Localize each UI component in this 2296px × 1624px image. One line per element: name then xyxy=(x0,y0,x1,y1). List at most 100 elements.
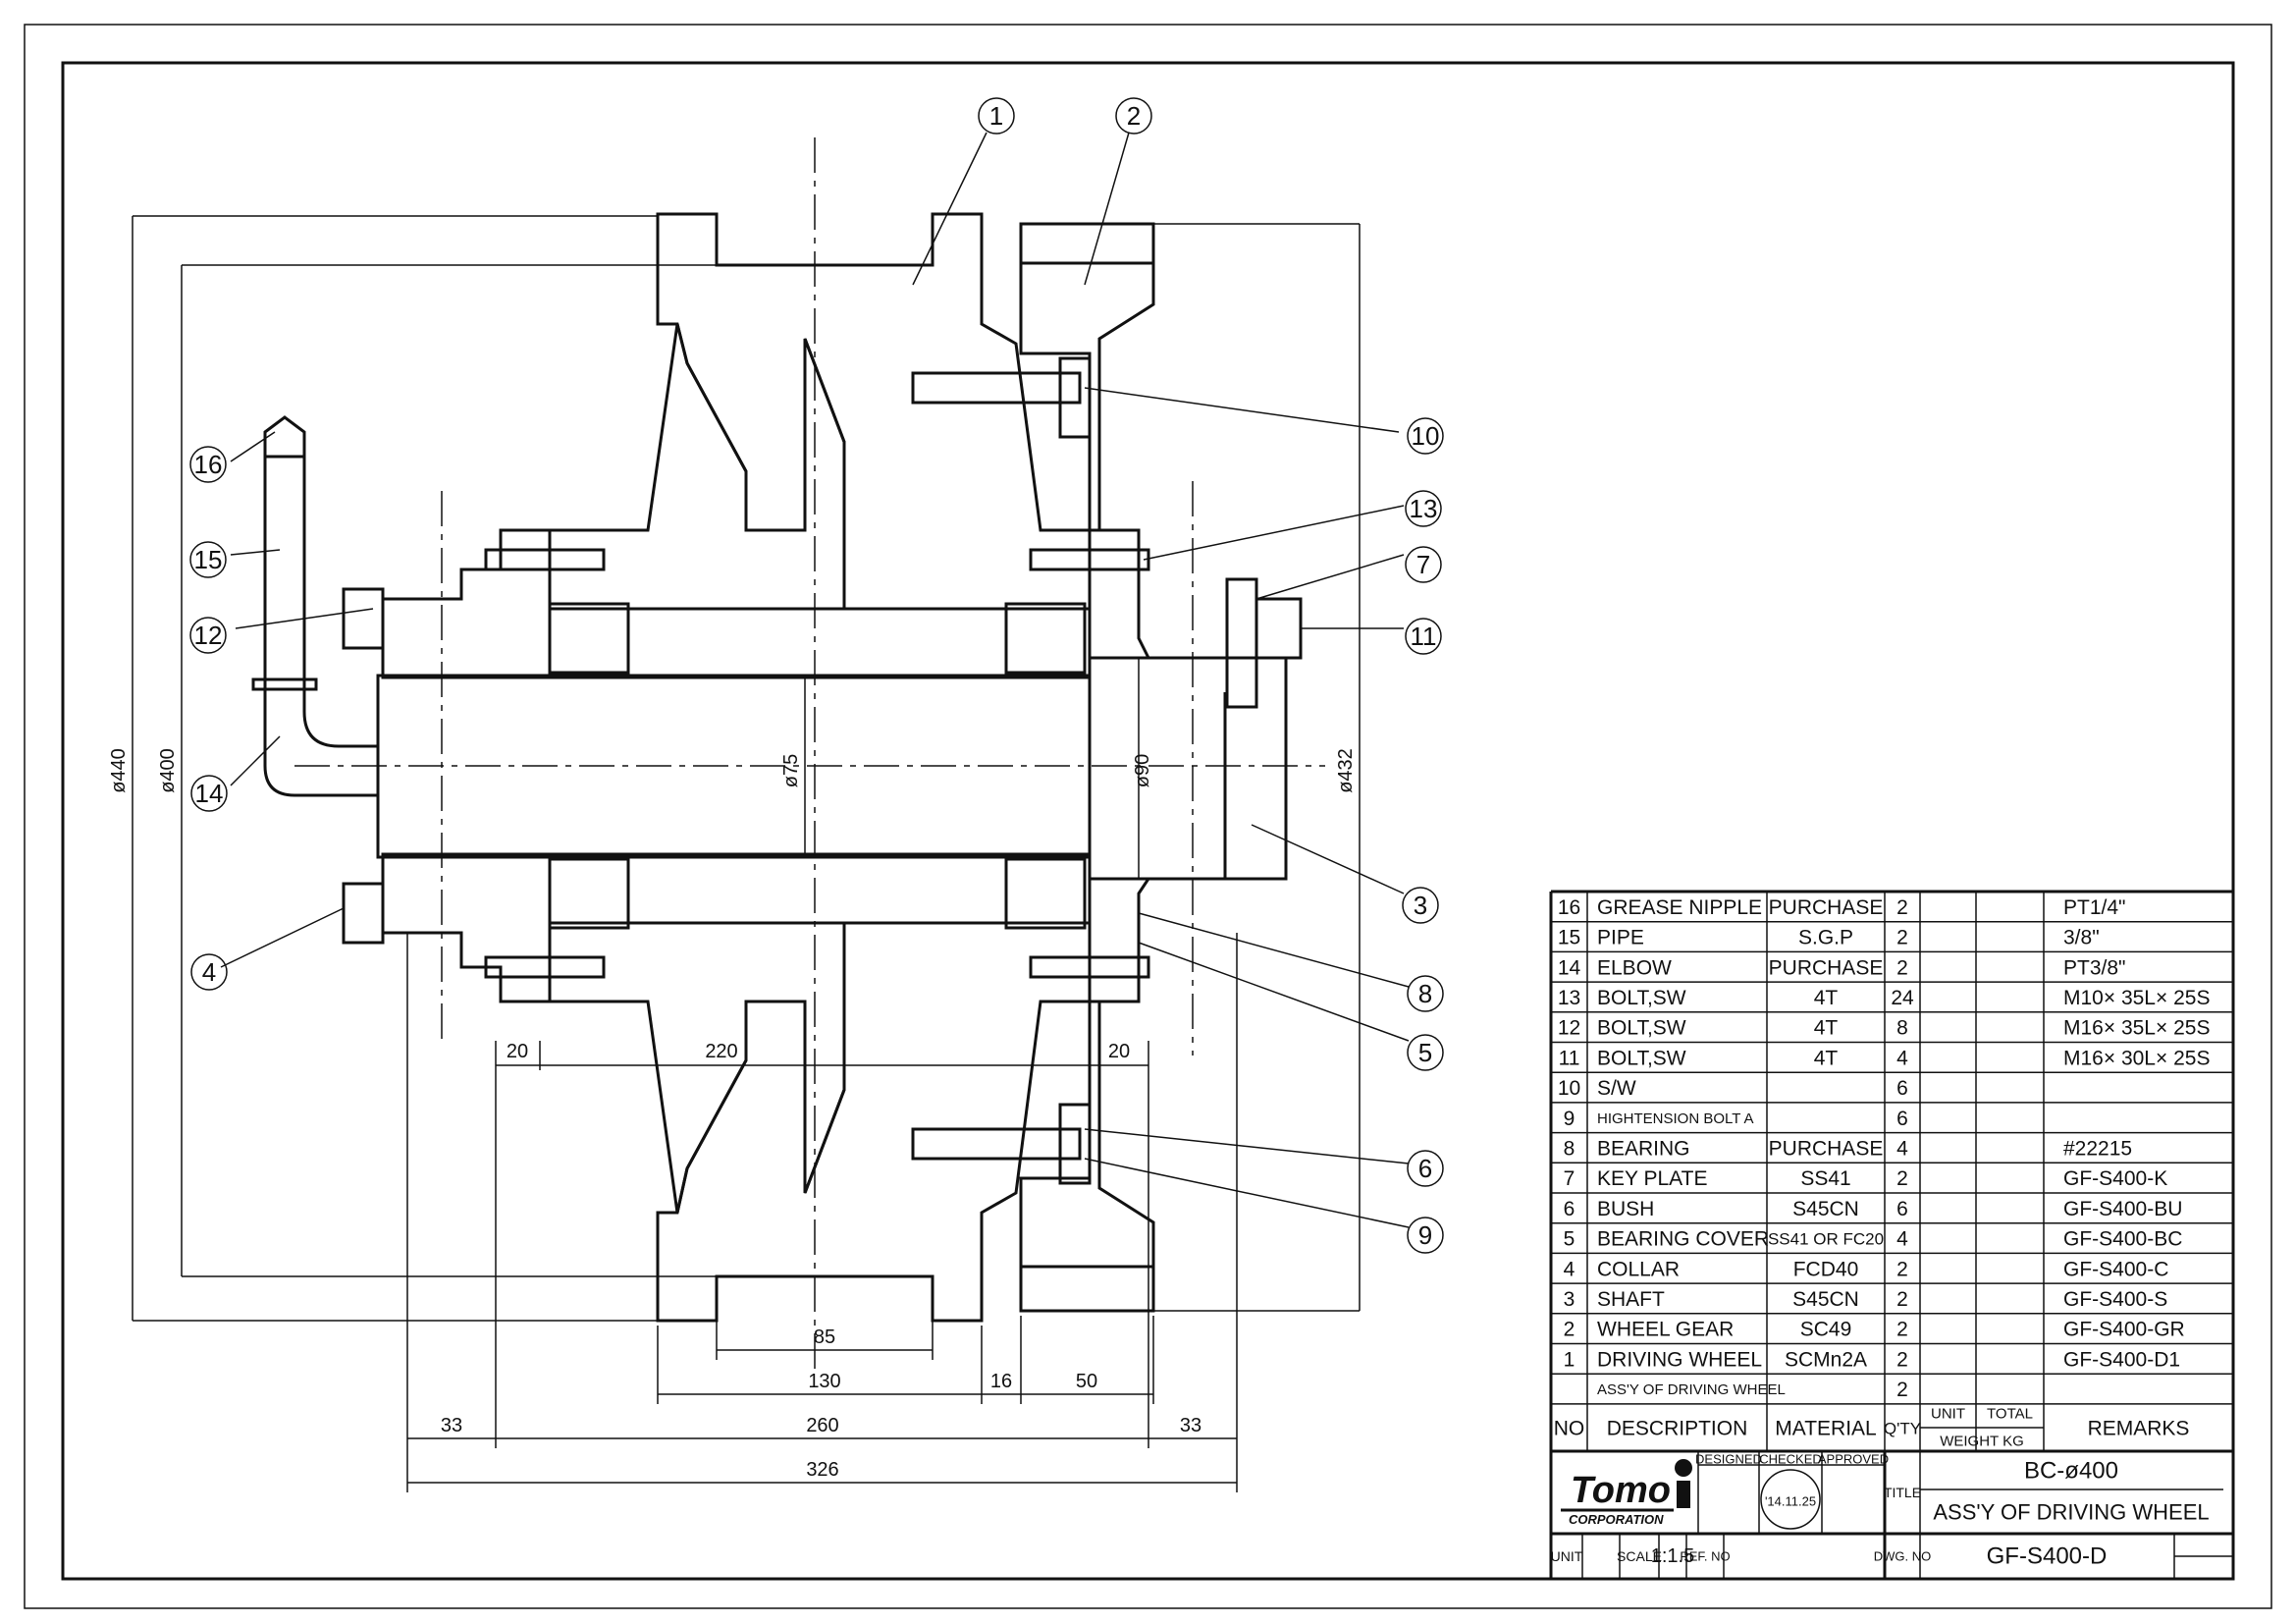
part-qty: 2 xyxy=(1896,1348,1908,1371)
header-qty: Q'TY xyxy=(1884,1419,1921,1437)
balloon-2: 2 xyxy=(1115,97,1152,135)
balloon-3: 3 xyxy=(1402,887,1439,924)
part-no: 13 xyxy=(1558,987,1580,1009)
part-qty: 8 xyxy=(1896,1017,1908,1040)
part-description: PIPE xyxy=(1597,927,1644,949)
key-plate xyxy=(1225,577,1258,709)
stamp-date: '14.11.25 xyxy=(1765,1494,1816,1509)
dim-33-left: 33 xyxy=(441,1415,462,1436)
part-qty: 2 xyxy=(1896,1379,1908,1401)
header-description: DESCRIPTION xyxy=(1607,1417,1748,1439)
part-remarks: M16× 35L× 25S xyxy=(2063,1017,2210,1040)
dim-20-right: 20 xyxy=(1108,1041,1130,1062)
part-remarks: GF-S400-S xyxy=(2063,1288,2167,1311)
part-material: SCMn2A xyxy=(1785,1348,1867,1371)
part-material: S45CN xyxy=(1792,1288,1859,1311)
balloon-16: 16 xyxy=(189,446,227,483)
part-remarks: GF-S400-K xyxy=(2063,1167,2167,1190)
dim-20-left: 20 xyxy=(507,1041,528,1062)
part-no: 15 xyxy=(1558,927,1580,949)
balloon-13: 13 xyxy=(1405,490,1442,527)
part-description: SHAFT xyxy=(1597,1288,1665,1311)
balloon-14: 14 xyxy=(190,775,228,812)
center-lines xyxy=(294,137,1325,1375)
header-unit: UNIT xyxy=(1931,1405,1965,1422)
part-material: FCD40 xyxy=(1793,1258,1859,1280)
dim-d75: ø75 xyxy=(780,754,802,787)
part-remarks: M16× 30L× 25S xyxy=(2063,1047,2210,1069)
part-description: S/W xyxy=(1597,1077,1636,1100)
part-material: 4T xyxy=(1814,1047,1839,1069)
part-description: BUSH xyxy=(1597,1198,1654,1220)
approved-label: APPROVED xyxy=(1818,1452,1889,1467)
dim-220: 220 xyxy=(705,1041,737,1062)
part-description: DRIVING WHEEL xyxy=(1597,1348,1762,1371)
svg-text:3: 3 xyxy=(1414,891,1427,920)
svg-text:16: 16 xyxy=(194,450,223,479)
svg-text:8: 8 xyxy=(1418,979,1432,1008)
part-remarks: GF-S400-C xyxy=(2063,1258,2168,1280)
part-remarks: GF-S400-BU xyxy=(2063,1198,2182,1220)
header-remarks: REMARKS xyxy=(2088,1417,2190,1439)
dim-d400: ø400 xyxy=(157,748,179,793)
svg-text:4: 4 xyxy=(202,957,216,987)
title-line1: BC-ø400 xyxy=(2024,1458,2118,1485)
part-balloons: 1 2 3 4 5 6 7 8 9 10 11 12 13 14 15 16 xyxy=(189,97,1444,1254)
part-qty: 2 xyxy=(1896,1288,1908,1311)
part-remarks: 3/8" xyxy=(2063,927,2100,949)
dim-326: 326 xyxy=(806,1459,838,1481)
part-remarks: GF-S400-BC xyxy=(2063,1228,2182,1251)
part-no: 8 xyxy=(1564,1137,1575,1160)
driving-wheel-section xyxy=(548,212,1092,1323)
svg-text:1: 1 xyxy=(989,101,1003,131)
part-no: 4 xyxy=(1564,1258,1575,1280)
outer-border xyxy=(24,24,2272,1609)
part-remarks: PT1/4" xyxy=(2063,896,2125,919)
balloon-4: 4 xyxy=(190,953,228,991)
part-material: S45CN xyxy=(1792,1198,1859,1220)
balloon-15: 15 xyxy=(189,541,227,578)
balloon-10: 10 xyxy=(1407,417,1444,455)
checked-label: CHECKED xyxy=(1759,1452,1822,1467)
part-no: 5 xyxy=(1564,1228,1575,1251)
svg-text:6: 6 xyxy=(1418,1154,1432,1183)
scale-label: SCALE xyxy=(1617,1548,1662,1564)
header-total: TOTAL xyxy=(1987,1405,2033,1422)
header-material: MATERIAL xyxy=(1775,1417,1876,1439)
unit-label: UNIT xyxy=(1551,1548,1583,1564)
part-description: GREASE NIPPLE xyxy=(1597,896,1762,919)
part-remarks: #22215 xyxy=(2063,1137,2132,1160)
approval-stamp xyxy=(1760,1469,1821,1530)
part-material: SC49 xyxy=(1800,1319,1852,1341)
part-no: 14 xyxy=(1558,956,1581,979)
balloon-1: 1 xyxy=(978,97,1015,135)
part-no: 9 xyxy=(1564,1108,1575,1130)
part-qty: 4 xyxy=(1896,1047,1908,1069)
designed-label: DESIGNED xyxy=(1695,1452,1762,1467)
balloon-7: 7 xyxy=(1405,546,1442,583)
title-label: TITLE xyxy=(1884,1485,1921,1500)
part-description: HIGHTENSION BOLT A xyxy=(1597,1110,1753,1127)
svg-text:10: 10 xyxy=(1412,421,1440,451)
part-qty: 4 xyxy=(1896,1228,1908,1251)
part-qty: 2 xyxy=(1896,1258,1908,1280)
part-qty: 4 xyxy=(1896,1137,1908,1160)
wheel-upper-half xyxy=(656,212,1092,611)
part-no: 6 xyxy=(1564,1198,1575,1220)
part-qty: 2 xyxy=(1896,896,1908,919)
part-material: PURCHASE xyxy=(1769,1137,1884,1160)
part-qty: 2 xyxy=(1896,1319,1908,1341)
svg-text:14: 14 xyxy=(195,779,224,808)
part-description: BEARING xyxy=(1597,1137,1690,1160)
balloon-12: 12 xyxy=(189,617,227,654)
svg-text:11: 11 xyxy=(1411,622,1437,651)
svg-text:9: 9 xyxy=(1418,1220,1432,1250)
dwg-no-value: GF-S400-D xyxy=(1987,1543,2108,1570)
part-description: WHEEL GEAR xyxy=(1597,1319,1734,1341)
dim-260: 260 xyxy=(806,1415,838,1436)
part-no: 1 xyxy=(1564,1348,1575,1371)
part-no: 7 xyxy=(1564,1167,1575,1190)
svg-text:5: 5 xyxy=(1418,1038,1432,1067)
